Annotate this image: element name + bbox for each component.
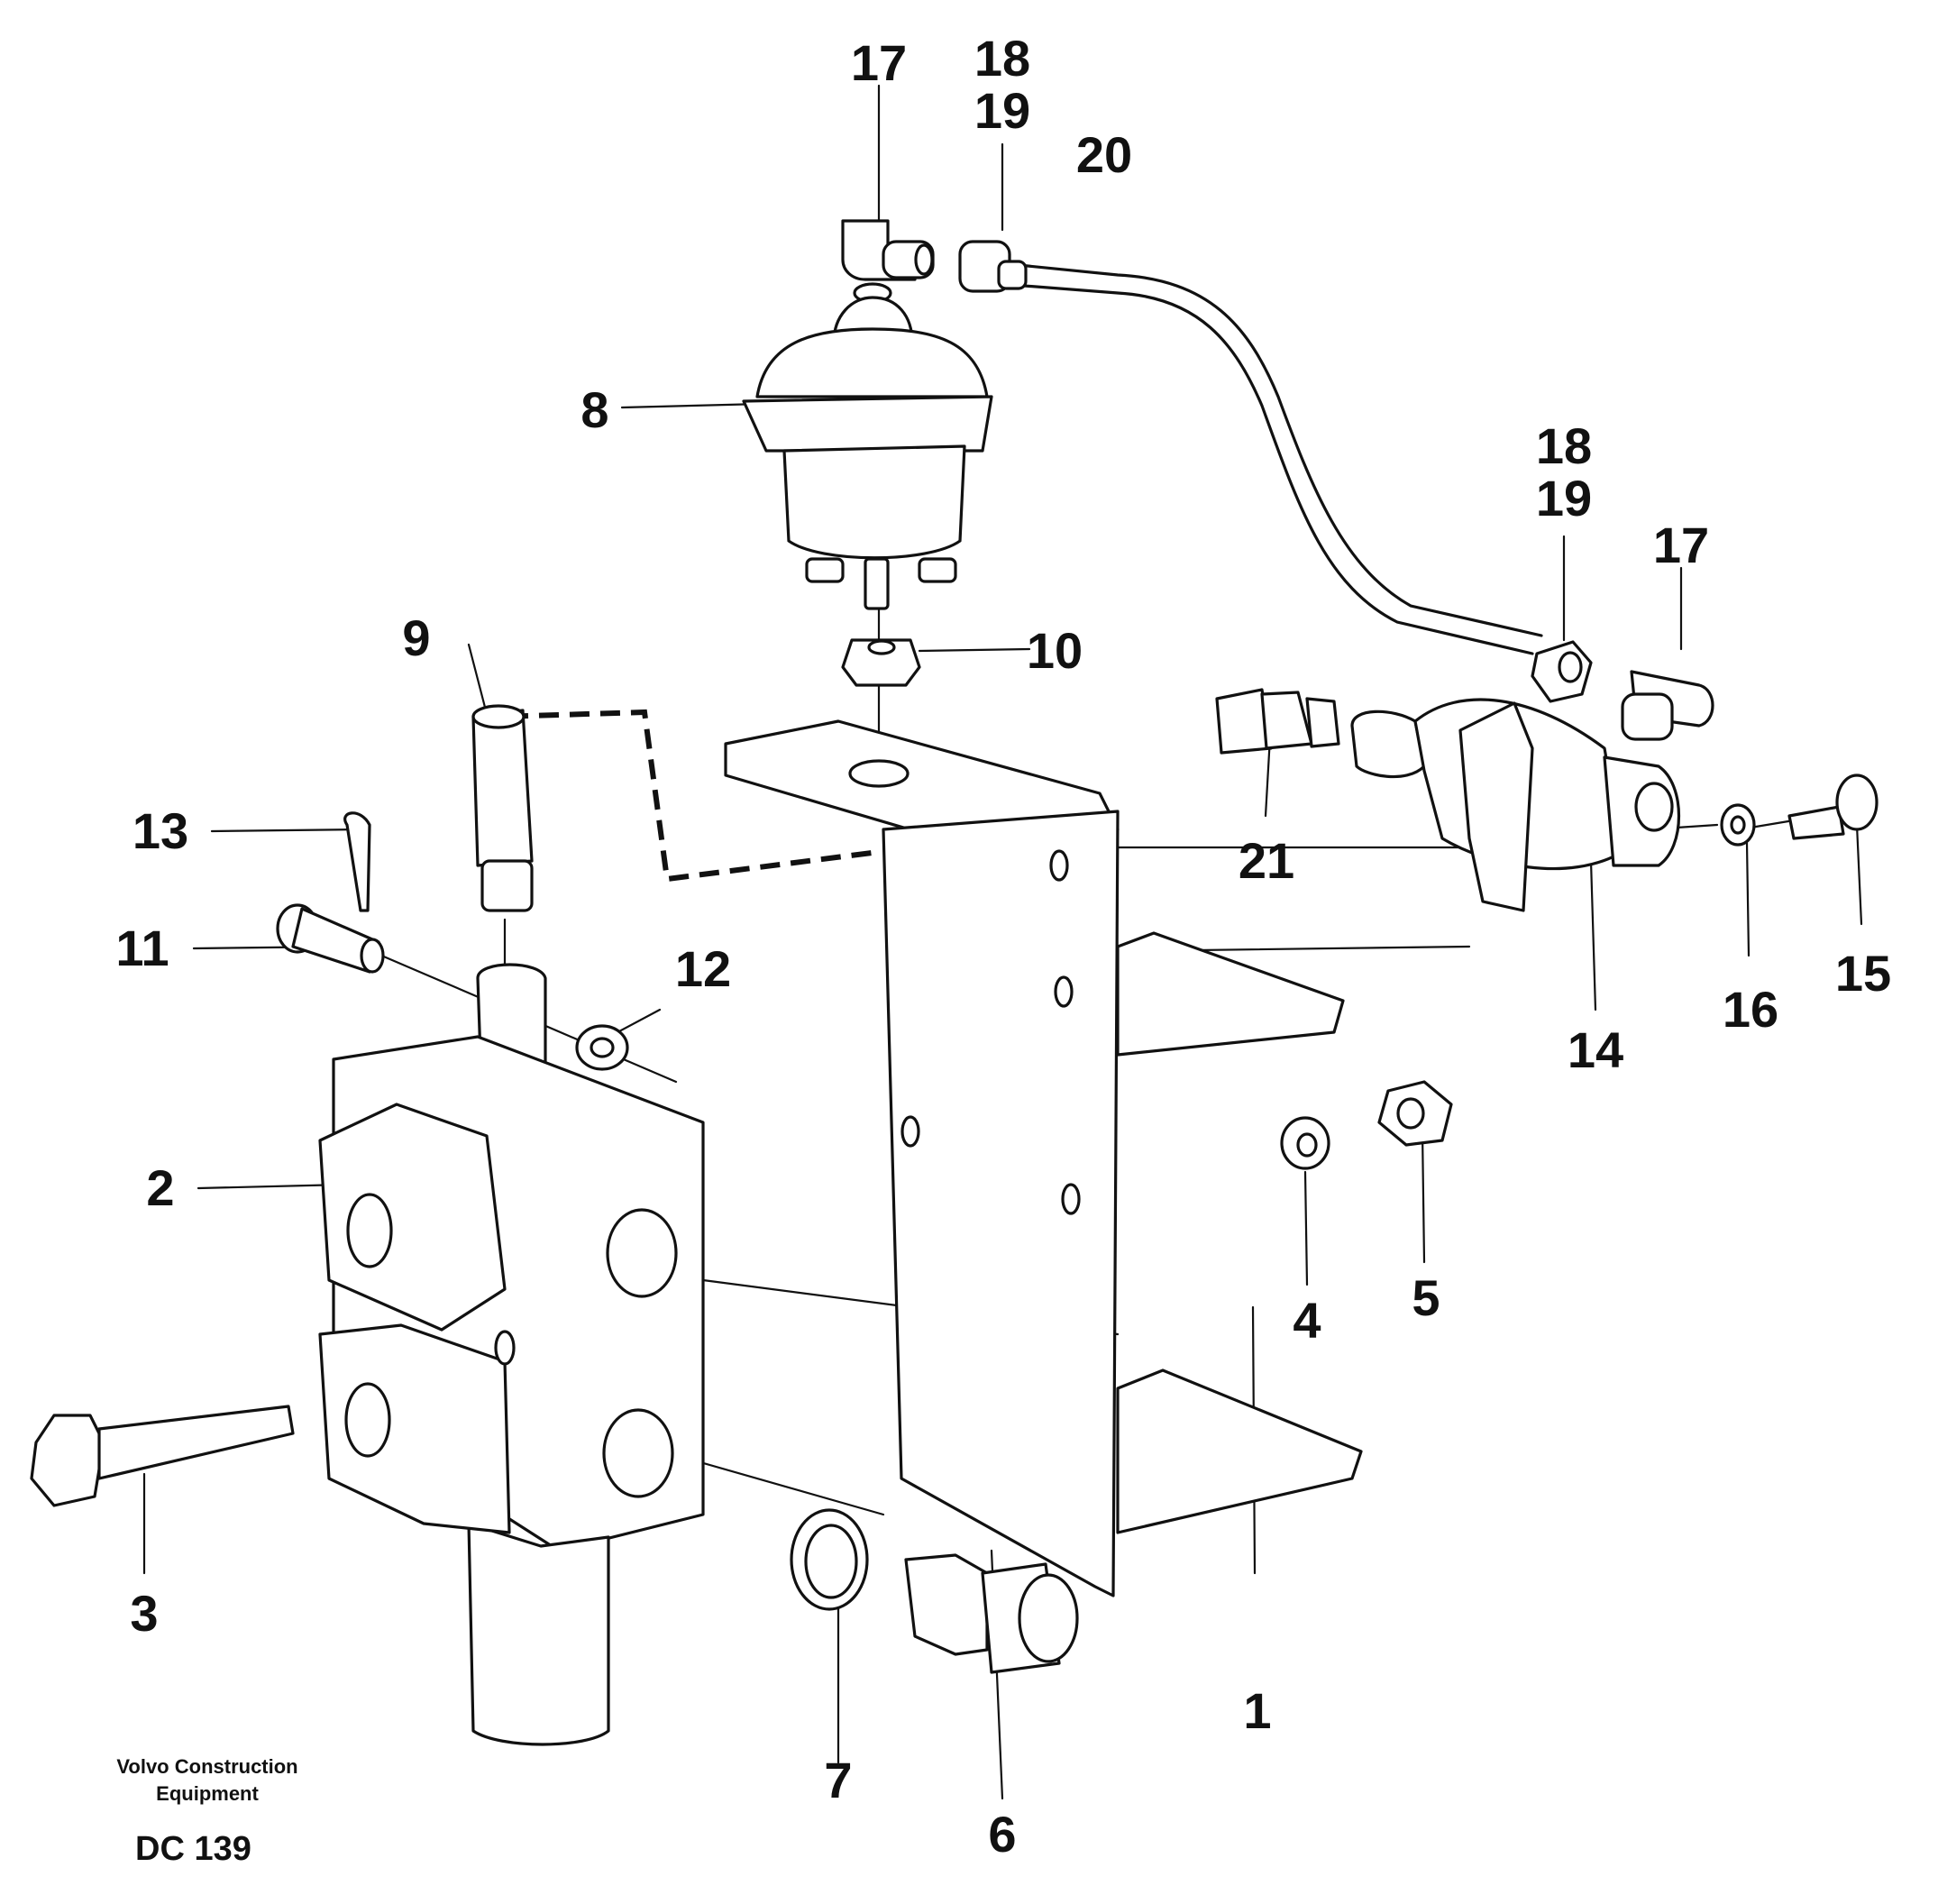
fitting-9 <box>471 704 534 912</box>
callout-18-top: 18 <box>974 30 1031 87</box>
valve-body-2 <box>318 963 705 1746</box>
callout-1: 1 <box>1243 1682 1272 1739</box>
sealing-washer-7 <box>790 1508 869 1611</box>
callout-5: 5 <box>1412 1269 1440 1326</box>
callout-17-top: 17 <box>850 34 908 91</box>
elbow-fitting-17-top <box>841 219 935 281</box>
callout-9: 9 <box>402 609 431 666</box>
brake-chamber-8 <box>742 282 993 610</box>
callout-19-lower: 19 <box>1535 470 1593 526</box>
callout-8: 8 <box>580 381 609 438</box>
mounting-bracket-1 <box>724 719 1363 1597</box>
publisher-line-1: Volvo Construction <box>116 1755 298 1778</box>
elbow-fitting-17-lower <box>1621 670 1714 741</box>
callout-21: 21 <box>1238 832 1295 889</box>
callout-13: 13 <box>132 802 189 859</box>
diagram-code: DC 139 <box>135 1830 251 1868</box>
clevis-pin-11 <box>276 903 385 974</box>
callout-15: 15 <box>1834 945 1892 1002</box>
callout-18-lower: 18 <box>1535 417 1593 474</box>
bolt-15 <box>1787 774 1879 840</box>
union-nut-18-lower <box>1531 640 1593 703</box>
union-nut-18-top <box>958 240 1028 293</box>
publisher-credit: Volvo Construction Equipment <box>81 1753 334 1808</box>
callout-16: 16 <box>1722 981 1779 1038</box>
nut-10 <box>841 638 921 687</box>
cylinder-14 <box>1350 698 1681 912</box>
callout-20: 20 <box>1075 126 1133 183</box>
callout-3: 3 <box>130 1585 159 1642</box>
cotter-pin-13 <box>343 811 371 912</box>
washer-4 <box>1280 1116 1330 1170</box>
tube-20 <box>999 282 1534 655</box>
washer-12 <box>575 1024 629 1071</box>
callout-2: 2 <box>146 1159 175 1216</box>
callout-4: 4 <box>1293 1292 1321 1349</box>
callout-14: 14 <box>1567 1021 1624 1078</box>
callout-19-top: 19 <box>974 82 1031 139</box>
nipple-6 <box>904 1553 1079 1674</box>
adapter-21 <box>1215 688 1340 755</box>
washer-16 <box>1720 803 1756 847</box>
nut-5 <box>1377 1080 1453 1147</box>
publisher-line-2: Equipment <box>156 1782 259 1805</box>
bolt-3 <box>30 1405 295 1507</box>
callout-12: 12 <box>674 940 732 997</box>
callout-17-lower: 17 <box>1652 517 1710 573</box>
callout-10: 10 <box>1026 622 1083 679</box>
callout-6: 6 <box>988 1806 1017 1863</box>
callout-7: 7 <box>824 1752 853 1808</box>
callout-11: 11 <box>115 920 169 976</box>
